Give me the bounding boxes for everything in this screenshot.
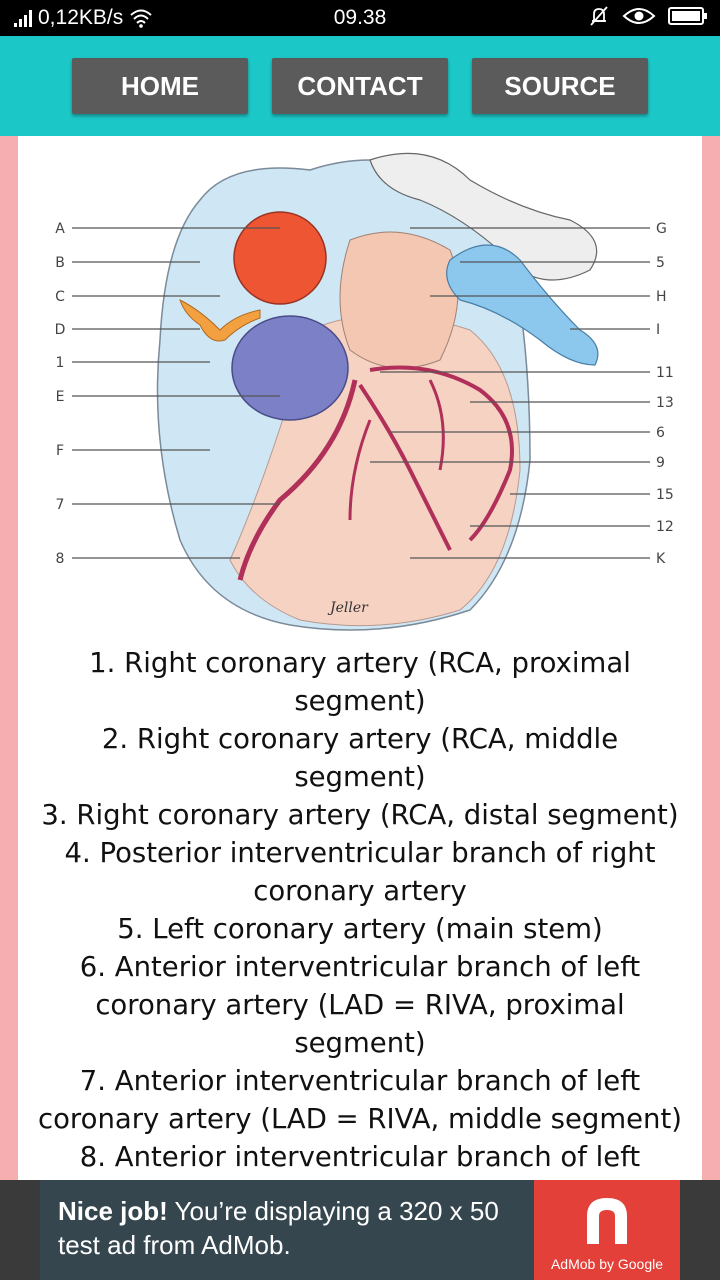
admob-logo[interactable]: AdMob by Google [534, 1180, 680, 1280]
ad-message[interactable]: Nice job! You’re displaying a 320 x 50 t… [40, 1180, 534, 1280]
label-left-b: B [55, 255, 65, 271]
signal-icon [14, 9, 32, 27]
contact-button[interactable]: CONTACT [272, 58, 448, 114]
label-left-f: F [56, 443, 64, 459]
legend-line: coronary artery (LAD = RIVA, proximal [95, 989, 625, 1021]
label-right-11: 11 [656, 365, 674, 381]
label-left-d: D [55, 322, 66, 338]
label-right-9: 9 [656, 455, 665, 471]
legend-line: 5. Left coronary artery (main stem) [117, 913, 603, 945]
artist-signature: Jeller [327, 600, 369, 616]
source-button[interactable]: SOURCE [472, 58, 648, 114]
wifi-icon [130, 9, 152, 28]
label-right-g: G [656, 221, 667, 237]
legend-line: 2. Right coronary artery (RCA, middle [101, 723, 619, 755]
status-left: 0,12KB/s [14, 6, 153, 30]
legend-line: 7. Anterior interventricular branch of l… [79, 1065, 641, 1097]
label-right-12: 12 [656, 519, 674, 535]
label-left-8: 8 [56, 551, 65, 567]
legend-line: segment) [294, 761, 426, 793]
label-right-13: 13 [656, 395, 674, 411]
legend-line: 8. Anterior interventricular branch of l… [79, 1141, 641, 1173]
content-panel: A B C D 1 E F 7 8 G 5 H I 11 13 6 9 15 1… [18, 136, 702, 1180]
admob-logo-icon [587, 1198, 627, 1244]
legend-line: coronary artery (LAD = RIVA, middle segm… [37, 1103, 682, 1135]
legend-line: 1. Right coronary artery (RCA, proximal [89, 647, 631, 679]
legend-line: 4. Posterior interventricular branch of … [64, 837, 656, 869]
status-right [588, 5, 708, 27]
ad-bold-text: Nice job! [58, 1196, 168, 1226]
heart-diagram: A B C D 1 E F 7 8 G 5 H I 11 13 6 9 15 1… [55, 152, 674, 631]
legend-line: coronary artery [253, 875, 467, 907]
battery-icon [668, 7, 707, 25]
label-right-h: H [656, 289, 667, 305]
label-right-k: K [656, 551, 666, 567]
nav-bar: HOME CONTACT SOURCE [0, 36, 720, 136]
legend-line: 6. Anterior interventricular branch of l… [79, 951, 641, 983]
legend-line: segment) [294, 685, 426, 717]
artery-legend-text: 1. Right coronary artery (RCA, proximal … [18, 644, 702, 1176]
label-left-e: E [56, 389, 65, 405]
net-speed: 0,12KB/s [38, 6, 124, 29]
home-button[interactable]: HOME [72, 58, 248, 114]
label-right-6: 6 [656, 425, 665, 441]
status-bar: 0,12KB/s 09.38 [0, 0, 720, 36]
eye-icon [622, 8, 656, 24]
legend-line: segment) [294, 1027, 426, 1059]
label-right-15: 15 [656, 487, 674, 503]
label-left-c: C [55, 289, 65, 305]
label-left-1: 1 [56, 355, 65, 371]
bell-muted-icon [590, 6, 608, 26]
label-right-i: I [656, 322, 660, 338]
ad-text: You’re displaying a 320 x 50 test ad fro… [58, 1196, 499, 1260]
ad-banner[interactable]: Nice job! You’re displaying a 320 x 50 t… [0, 1180, 720, 1280]
label-left-a: A [55, 221, 65, 237]
legend-line: 3. Right coronary artery (RCA, distal se… [41, 799, 679, 831]
ad-right-pad [680, 1180, 720, 1280]
clock: 09.38 [333, 6, 387, 29]
admob-brand: AdMob by Google [550, 1256, 664, 1272]
label-left-7: 7 [56, 497, 65, 513]
label-right-5: 5 [656, 255, 665, 271]
ad-left-pad [0, 1180, 40, 1280]
